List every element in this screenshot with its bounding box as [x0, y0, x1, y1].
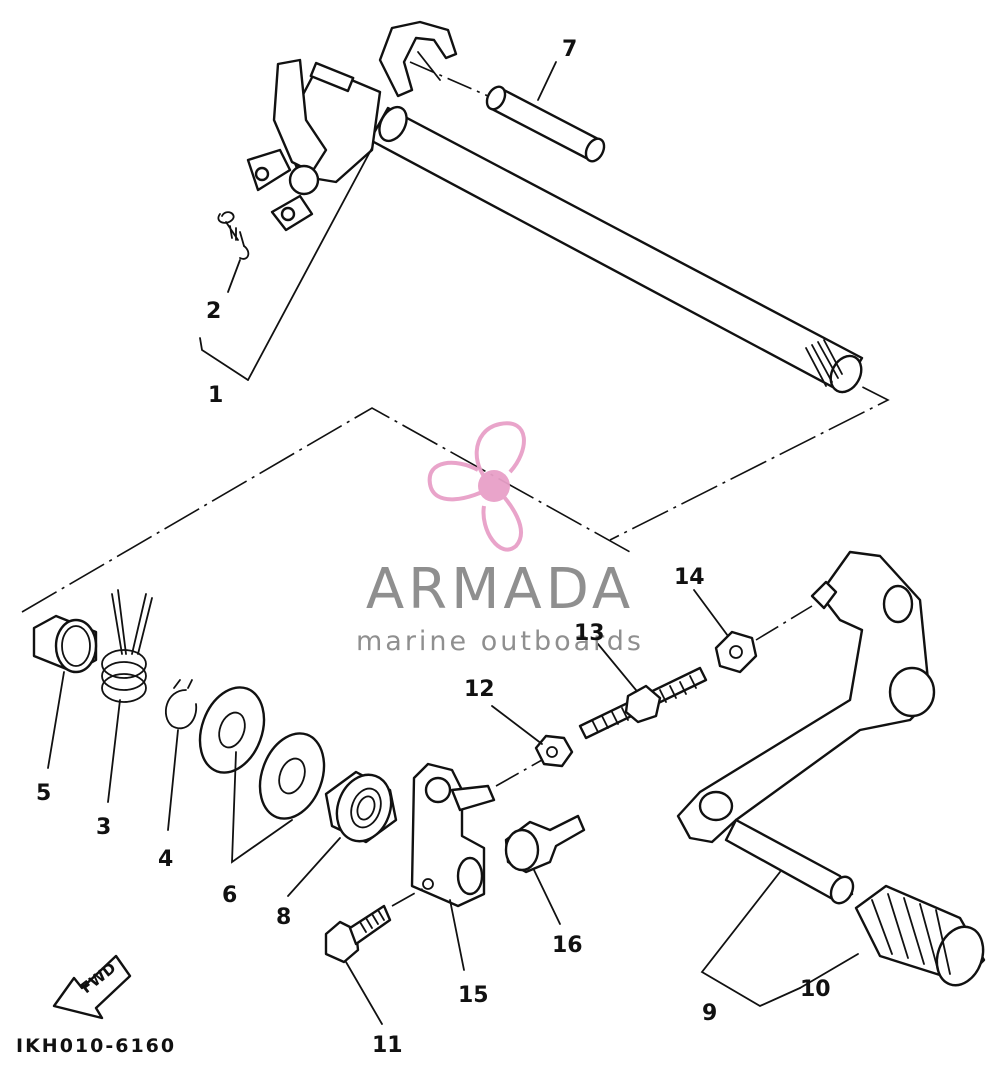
shift-pedal-part-9	[676, 550, 936, 905]
lower-assembly-frame	[21, 407, 631, 613]
pin-part-16	[504, 814, 586, 874]
callout-16: 16	[552, 933, 583, 958]
collar-part-5	[32, 614, 98, 674]
callout-12: 12	[464, 677, 495, 702]
bearing-part-8	[324, 770, 398, 844]
callout-4: 4	[158, 847, 173, 872]
washers-part-6	[198, 686, 326, 820]
nut-part-14	[714, 605, 813, 674]
bolt-part-11	[324, 887, 425, 964]
callout-9: 9	[702, 1001, 717, 1026]
adjust-rod-part-13	[578, 666, 708, 740]
shift-shaft	[246, 20, 864, 394]
callout-1: 1	[208, 383, 223, 408]
fwd-arrow: FWD	[52, 954, 132, 1020]
callout-14: 14	[674, 565, 705, 590]
propeller-icon	[427, 421, 526, 552]
callout-labels: 1 2 3 4 5 6 7 8 9 10 11 12 13 14 15 16	[36, 37, 831, 1058]
nut-part-12	[534, 734, 574, 768]
callout-15: 15	[458, 983, 489, 1008]
spring-part-2	[217, 211, 250, 260]
callout-11: 11	[372, 1033, 403, 1058]
callout-2: 2	[206, 299, 221, 324]
callout-8: 8	[276, 905, 291, 930]
torsion-spring-part-3	[101, 589, 153, 703]
callout-13: 13	[574, 621, 605, 646]
callout-10: 10	[800, 977, 831, 1002]
circlip-part-4	[164, 679, 198, 730]
diagram-code: IKH010-6160	[16, 1035, 176, 1057]
pin-part-7	[409, 61, 606, 163]
watermark-logo: ARMADA marine outboards	[356, 421, 644, 657]
watermark-brand: ARMADA	[366, 557, 634, 622]
callout-3: 3	[96, 815, 111, 840]
callout-5: 5	[36, 781, 51, 806]
pedal-rubber-part-10	[854, 884, 986, 987]
watermark-tagline: marine outboards	[356, 626, 644, 657]
joint-part-15	[410, 759, 543, 908]
leader-lines	[47, 61, 859, 1025]
callout-6: 6	[222, 883, 237, 908]
callout-7: 7	[562, 37, 577, 62]
